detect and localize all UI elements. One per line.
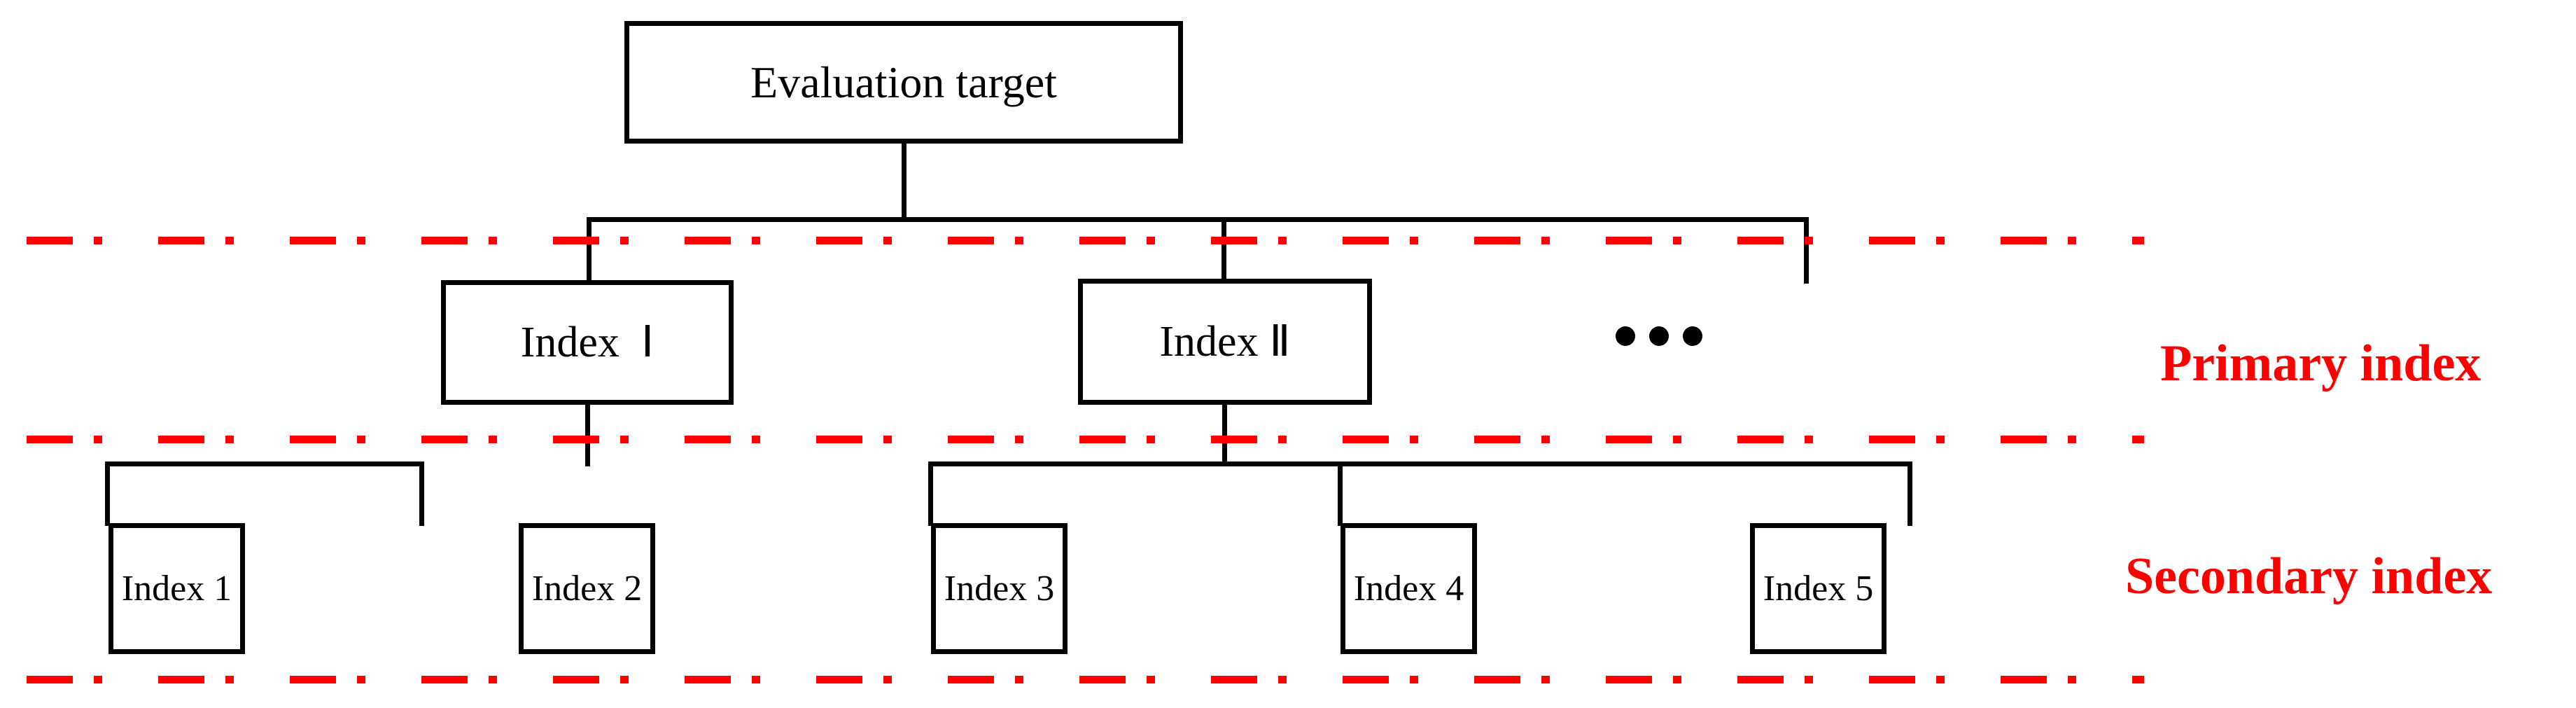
node-index-3[interactable]: Index 3 [931, 523, 1068, 654]
separator-line-bottom [27, 676, 2144, 683]
band-label-primary-index: Primary index [2160, 335, 2482, 392]
connector-leaf-drop-4 [1338, 461, 1343, 526]
node-evaluation-target[interactable]: Evaluation target [624, 21, 1183, 144]
connector-leaf-drop-2 [419, 461, 424, 526]
connector-root-stem [902, 140, 906, 222]
connector-primary-drop-2 [1222, 217, 1226, 282]
node-label-evaluation-target: Evaluation target [750, 57, 1057, 107]
node-index-i[interactable]: Index Ⅰ [441, 280, 734, 405]
node-index-1[interactable]: Index 1 [108, 523, 245, 654]
ellipsis-dot-1 [1616, 326, 1635, 346]
connector-primary-bus [587, 217, 1809, 222]
connector-leaf-drop-1 [105, 461, 110, 526]
node-label-index-4: Index 4 [1353, 568, 1464, 609]
connector-leaf-drop-5 [1907, 461, 1912, 526]
node-label-index-i: Index Ⅰ [520, 319, 654, 366]
separator-line-top [27, 237, 2144, 244]
node-index-5[interactable]: Index 5 [1750, 523, 1886, 654]
connector-leaf-drop-3 [928, 461, 933, 526]
node-label-index-1: Index 1 [121, 568, 232, 609]
connector-index-i-stem [585, 402, 590, 466]
ellipsis-dot-2 [1649, 326, 1669, 346]
node-label-index-ii: Index Ⅱ [1159, 318, 1291, 366]
band-label-secondary-index: Secondary index [2125, 548, 2493, 605]
connector-secondary-bus-left [105, 461, 424, 466]
ellipsis-more-indices-icon [1616, 326, 1702, 346]
node-label-index-3: Index 3 [944, 568, 1055, 609]
connector-secondary-bus-right [928, 461, 1912, 466]
node-label-index-2: Index 2 [531, 568, 643, 609]
ellipsis-dot-3 [1683, 326, 1702, 346]
separator-line-middle [27, 436, 2144, 443]
node-index-ii[interactable]: Index Ⅱ [1078, 279, 1372, 405]
connector-primary-drop-more [1804, 217, 1809, 284]
node-label-index-5: Index 5 [1763, 568, 1874, 609]
node-index-2[interactable]: Index 2 [519, 523, 655, 654]
node-index-4[interactable]: Index 4 [1340, 523, 1477, 654]
connector-primary-drop-1 [587, 217, 592, 284]
connector-index-ii-stem [1222, 402, 1227, 466]
